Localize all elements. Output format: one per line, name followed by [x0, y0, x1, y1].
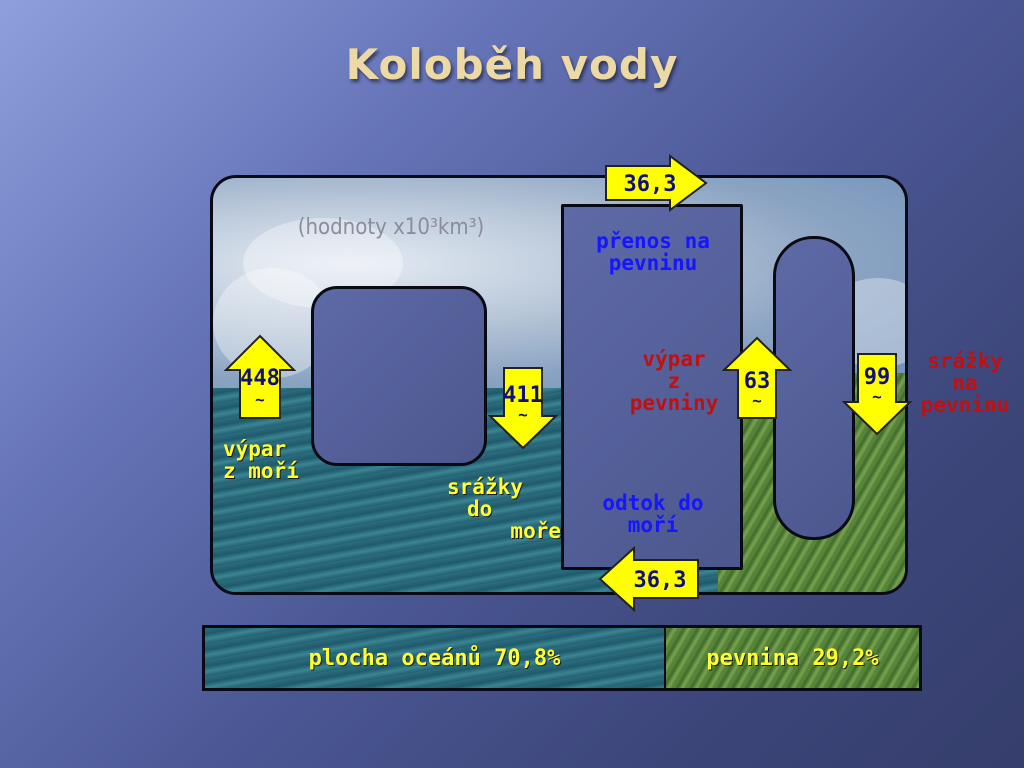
ocean-evaporation-arrow: 448 ~ — [224, 334, 296, 419]
ocean-evaporation-value: 448 — [240, 366, 280, 391]
land-share-segment: pevnina 29,2% — [666, 628, 919, 688]
transport-to-land-arrow: 36,3 — [605, 154, 708, 212]
water-cycle-diagram: (hodnoty x10³km³) výpar z moří srážky do… — [210, 175, 908, 595]
ocean-evaporation-label: výpar z moří — [223, 437, 299, 484]
land-precipitation-value: 99 — [864, 365, 891, 390]
land-evaporation-value: 63 — [744, 369, 771, 394]
surface-share-bar: plocha oceánů 70,8% pevnina 29,2% — [202, 625, 922, 691]
land-precipitation-symbol: ~ — [872, 387, 882, 406]
ocean-evaporation-symbol: ~ — [255, 390, 265, 409]
runoff-to-sea-label: odtok do moří — [602, 491, 704, 538]
land-precipitation-arrow: 99 ~ — [842, 353, 912, 436]
land-evaporation-symbol: ~ — [752, 391, 762, 410]
ocean-cycle-frame — [311, 286, 487, 466]
ocean-share-segment: plocha oceánů 70,8% — [205, 628, 666, 688]
land-share-label: pevnina 29,2% — [706, 645, 879, 671]
ocean-share-label: plocha oceánů 70,8% — [308, 645, 561, 671]
runoff-to-sea-arrow: 36,3 — [598, 546, 699, 612]
page-title: Koloběh vody — [345, 40, 679, 89]
land-evaporation-arrow: 63 ~ — [722, 336, 792, 419]
ocean-precipitation-arrow: 411 ~ — [488, 367, 558, 450]
land-evaporation-label: výpar z pevniny — [629, 347, 719, 416]
units-note: (hodnoty x10³km³) — [297, 215, 485, 240]
ocean-precipitation-symbol: ~ — [518, 405, 528, 424]
ocean-precipitation-value: 411 — [503, 383, 543, 408]
transport-to-land-label: přenos na pevninu — [596, 229, 710, 276]
transport-to-land-value: 36,3 — [624, 172, 677, 197]
ocean-precipitation-label: srážky do moře — [447, 475, 561, 544]
runoff-to-sea-value: 36,3 — [634, 568, 687, 593]
land-precipitation-label: srážky na pevninu — [920, 349, 1010, 418]
